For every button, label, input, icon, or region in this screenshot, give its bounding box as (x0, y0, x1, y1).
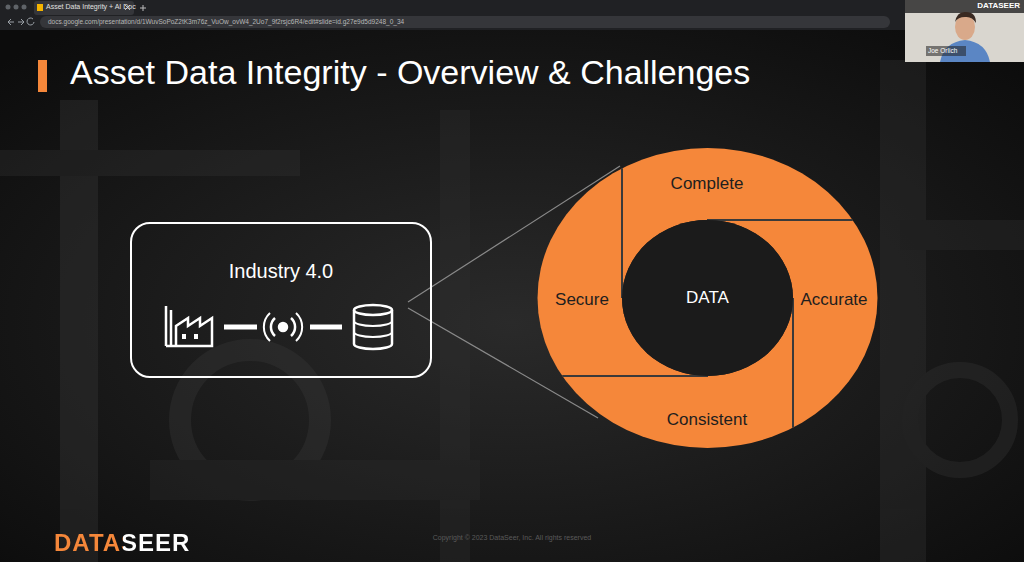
ring-separator (621, 140, 623, 298)
back-icon (8, 19, 14, 25)
ring-segment: Accurate (796, 287, 871, 313)
ring-segment: Secure (551, 287, 613, 313)
pipe (150, 460, 480, 500)
window-button (22, 5, 27, 10)
window-button (14, 5, 19, 10)
factory-icon (166, 306, 212, 346)
url-text: docs.google.com/presentation/d/1WuvSoPoZ… (48, 18, 404, 25)
node-text: Industry 4.0 (229, 260, 334, 283)
name-badge (926, 46, 966, 56)
node-text: Consistent (667, 410, 747, 430)
industry-icons (166, 305, 392, 349)
photo-ground (0, 30, 1024, 562)
ring-separator (707, 219, 890, 221)
database-icon (354, 310, 392, 349)
pipe (880, 60, 926, 562)
pipe (900, 220, 1024, 250)
participant-name: Joe Orlich (928, 47, 957, 54)
factory-chimney (170, 310, 173, 346)
pipe-illustration (0, 60, 1024, 562)
forward-icon (18, 19, 24, 25)
ring-separator (520, 375, 708, 377)
slide-title: Asset Data Integrity - Overview & Challe… (70, 54, 750, 91)
browser-chrome (0, 0, 1024, 30)
title-accent-bar (38, 60, 47, 92)
ring-segment: Complete (667, 171, 748, 197)
link-dash (310, 325, 342, 330)
node-text: Accurate (800, 290, 867, 310)
industry-box: Industry 4.0 (130, 222, 432, 378)
signal-waves (271, 318, 295, 336)
tab-icon (37, 4, 43, 11)
window-button (6, 5, 11, 10)
reload-icon (27, 18, 34, 25)
ring-separator (792, 298, 794, 460)
address-bar (40, 16, 890, 28)
data-core: DATA (622, 220, 793, 376)
node-text: Complete (671, 174, 744, 194)
link-dash (224, 325, 257, 330)
valve-wheel (910, 370, 1010, 470)
node-text: DATA (686, 288, 729, 308)
browser-tab-title: Asset Data Integrity + AI Doc (46, 3, 136, 11)
ring (530, 140, 886, 456)
ring-segment: Consistent (663, 407, 751, 433)
signal-waves (264, 313, 302, 341)
new-tab-icon (140, 5, 146, 11)
ring-separators (520, 140, 890, 460)
copyright-note: Copyright © 2023 DataSeer, Inc. All righ… (433, 534, 591, 542)
database-icon (354, 305, 392, 315)
brand-logo: DATASEER (54, 530, 190, 556)
pipe (0, 150, 300, 176)
database-icon (354, 321, 392, 337)
video-brand: DATASEER (977, 2, 1020, 11)
node-text: Secure (555, 290, 609, 310)
video-header (905, 0, 1024, 13)
signal-icon (279, 323, 287, 331)
person-hair (955, 12, 976, 23)
factory-window (182, 334, 186, 339)
factory-window (194, 334, 198, 339)
video-tile (905, 0, 1024, 62)
